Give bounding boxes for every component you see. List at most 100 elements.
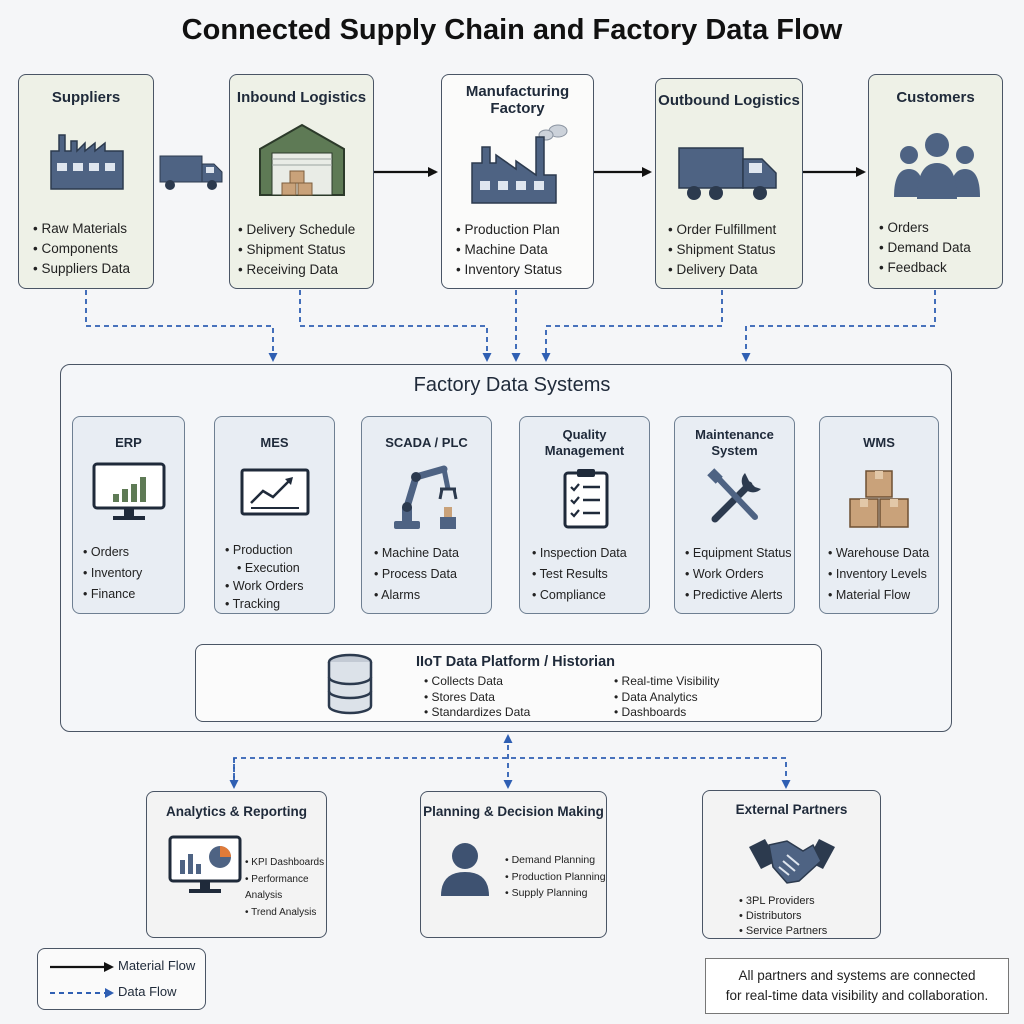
footer-note-line2: for real-time data visibility and collab… bbox=[725, 988, 989, 1003]
list-item: Real-time Visibility bbox=[614, 674, 720, 690]
factory-icon bbox=[471, 124, 568, 204]
consumer-planning-decision-making: Planning & Decision Making Demand Planni… bbox=[420, 791, 607, 938]
stage-suppliers: Suppliers Raw Materials Components Suppl… bbox=[18, 74, 154, 289]
list-item: Production Planning bbox=[505, 869, 606, 886]
legend-swatches bbox=[50, 962, 114, 998]
system-title: SCADA / PLC bbox=[385, 435, 468, 450]
database-icon bbox=[327, 653, 373, 715]
stage-title-line1: Manufacturing bbox=[465, 83, 570, 100]
list-item: Inventory Levels bbox=[828, 564, 929, 585]
system-maintenance: Maintenance System Equipment Status Work… bbox=[674, 416, 795, 614]
list-item: Receiving Data bbox=[238, 260, 355, 280]
stage-title: Inbound Logistics bbox=[236, 89, 367, 106]
stage-title: Customers bbox=[896, 89, 975, 106]
list-item: Process Data bbox=[374, 564, 459, 585]
list-item: Work Orders bbox=[685, 564, 792, 585]
list-item: Inventory Status bbox=[456, 260, 562, 280]
list-item: Data Analytics bbox=[614, 690, 719, 706]
stage-inbound-logistics: Inbound Logistics Delivery Schedule Ship… bbox=[229, 74, 374, 289]
list-item: Demand Planning bbox=[505, 852, 606, 869]
platform-title: IIoT Data Platform / Historian bbox=[416, 654, 615, 670]
list-item: Tracking bbox=[225, 595, 303, 613]
list-item: Suppliers Data bbox=[33, 259, 130, 279]
list-item: Inspection Data bbox=[532, 543, 627, 564]
robot-arm-icon bbox=[394, 465, 458, 529]
handshake-icon bbox=[749, 839, 835, 884]
stage-data-flow-lines bbox=[85, 290, 936, 362]
boxes-icon bbox=[849, 470, 909, 528]
list-item: Production Plan bbox=[456, 220, 562, 240]
system-title-line1: Quality bbox=[562, 427, 607, 442]
consumer-analytics-reporting: Analytics & Reporting KPI Dashboards Per… bbox=[146, 791, 327, 938]
system-mes: MES Production Execution Work Orders Tra… bbox=[214, 416, 335, 614]
iiot-data-platform: IIoT Data Platform / Historian Collects … bbox=[195, 644, 822, 722]
tools-icon bbox=[707, 468, 761, 523]
stage-outbound-logistics: Outbound Logistics Order Fulfillment Shi… bbox=[655, 78, 803, 289]
consumer-title: Analytics & Reporting bbox=[165, 804, 308, 819]
list-item-text: Execution bbox=[244, 561, 300, 575]
list-item: Feedback bbox=[879, 258, 971, 278]
list-item: Inventory bbox=[83, 563, 142, 584]
trend-chart-icon bbox=[240, 468, 310, 516]
stage-title: Outbound Logistics bbox=[658, 92, 800, 109]
checklist-icon bbox=[563, 469, 609, 529]
list-item: Trend Analysis bbox=[245, 905, 326, 922]
list-item: Order Fulfillment bbox=[668, 220, 776, 240]
truck-icon bbox=[159, 155, 223, 190]
list-item: Shipment Status bbox=[238, 240, 355, 260]
list-item: Dashboards bbox=[614, 705, 719, 721]
list-item: Demand Data bbox=[879, 238, 970, 258]
consumer-title: External Partners bbox=[735, 802, 848, 817]
people-icon bbox=[894, 133, 980, 199]
system-scada-plc: SCADA / PLC Machine Data Process Data Al… bbox=[361, 416, 492, 614]
legend-data-flow-label: Data Flow bbox=[118, 984, 177, 999]
list-item: Orders bbox=[879, 218, 971, 238]
system-title-line2: System bbox=[711, 443, 758, 458]
list-item: Service Partners bbox=[739, 924, 827, 939]
stage-customers: Customers Orders Demand Data Feedback bbox=[868, 74, 1003, 289]
truck-icon bbox=[678, 147, 777, 200]
list-item: Machine Data bbox=[456, 240, 562, 260]
system-erp: ERP Orders Inventory Finance bbox=[72, 416, 185, 614]
stage-title: Suppliers bbox=[51, 89, 121, 106]
system-title: ERP bbox=[115, 435, 142, 450]
list-item: Material Flow bbox=[828, 585, 929, 606]
list-item: Components bbox=[33, 239, 130, 259]
platform-consumer-links bbox=[229, 734, 791, 789]
list-item: Delivery Data bbox=[668, 260, 776, 280]
footer-note-line1: All partners and systems are connected bbox=[738, 968, 976, 983]
consumer-external-partners: External Partners 3PL Providers Distribu… bbox=[702, 790, 881, 939]
list-item: Distributors bbox=[739, 909, 827, 924]
list-item: Collects Data bbox=[424, 674, 530, 690]
list-item: Work Orders bbox=[225, 577, 304, 595]
list-item: Machine Data bbox=[374, 543, 459, 564]
factory-icon bbox=[50, 134, 124, 190]
legend: Material Flow Data Flow bbox=[37, 948, 206, 1010]
list-item: Production bbox=[225, 541, 303, 559]
system-quality-management: Quality Management Inspection Data Test … bbox=[519, 416, 650, 614]
consumer-title: Planning & Decision Making bbox=[423, 804, 604, 819]
system-title-line1: Maintenance bbox=[695, 427, 774, 442]
warehouse-icon bbox=[259, 123, 345, 196]
list-item: Compliance bbox=[532, 585, 627, 606]
list-item: Raw Materials bbox=[33, 219, 130, 239]
system-title-line2: Management bbox=[544, 443, 625, 458]
list-item: Delivery Schedule bbox=[238, 220, 355, 240]
legend-material-flow-label: Material Flow bbox=[118, 958, 196, 973]
system-title: MES bbox=[260, 435, 289, 450]
list-item: Performance Analysis bbox=[245, 872, 326, 905]
list-item: Supply Planning bbox=[505, 885, 606, 902]
list-item: Warehouse Data bbox=[828, 543, 929, 564]
list-item: KPI Dashboards bbox=[245, 855, 326, 872]
stage-manufacturing-factory: Manufacturing Factory Production Plan Ma… bbox=[441, 74, 594, 289]
system-title: WMS bbox=[863, 435, 895, 450]
diagram-title: Connected Supply Chain and Factory Data … bbox=[181, 14, 843, 46]
list-item: Finance bbox=[83, 584, 142, 605]
factory-data-systems-title: Factory Data Systems bbox=[413, 374, 611, 396]
monitor-pie-icon bbox=[168, 835, 242, 893]
list-item: Shipment Status bbox=[668, 240, 776, 260]
list-item: Standardizes Data bbox=[424, 705, 531, 721]
list-item: Test Results bbox=[532, 564, 627, 585]
stage-title-line2: Factory bbox=[490, 100, 545, 117]
monitor-chart-icon bbox=[92, 462, 166, 520]
